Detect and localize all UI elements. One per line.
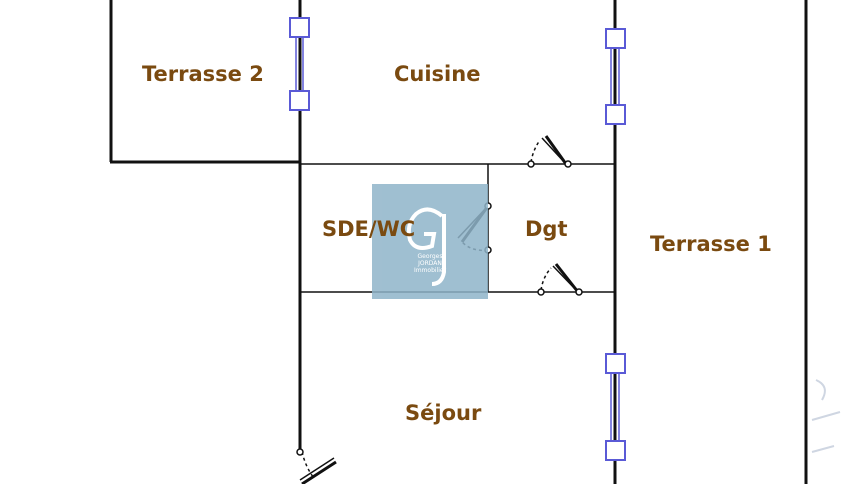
room-label-sejour: Séjour: [405, 401, 482, 425]
window-sejour-terrasse1: [605, 353, 626, 461]
window-terrasse2-cuisine: [289, 17, 310, 111]
room-label-cuisine: Cuisine: [394, 62, 481, 86]
walls: [109, 0, 808, 484]
room-label-terrasse2: Terrasse 2: [142, 62, 264, 86]
room-label-dgt: Dgt: [525, 217, 568, 241]
agency-logo-icon: [406, 207, 446, 286]
door-sejour: [537, 263, 583, 296]
room-label-terrasse1: Terrasse 1: [650, 232, 772, 256]
right-edge-fragment: [811, 379, 841, 453]
door-cuisine: [527, 135, 572, 168]
agency-watermark: Georges JORDAN Immobilier: [372, 184, 488, 299]
room-label-sde-wc: SDE/WC: [322, 217, 416, 241]
watermark-line2: JORDAN: [418, 260, 442, 267]
door-entrance: [296, 448, 337, 484]
window-cuisine-terrasse1: [605, 28, 626, 125]
watermark-line1: Georges: [417, 253, 443, 260]
watermark-line3: Immobilier: [413, 267, 447, 274]
